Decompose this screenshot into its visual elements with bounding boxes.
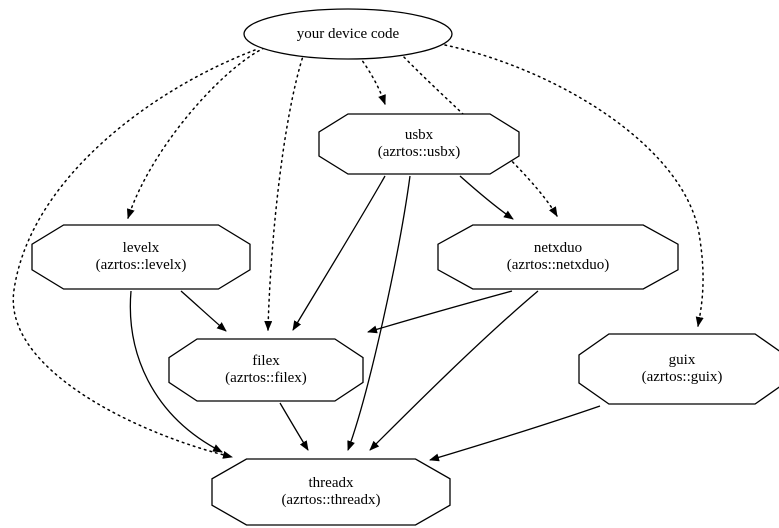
node-shape-octagon [31,224,251,290]
node-netxduo[interactable]: netxduo(azrtos::netxduo) [437,224,679,290]
node-shape-octagon [437,224,679,290]
edge-device-to-threadx [12,49,256,459]
edge-filex-to-threadx [279,402,309,451]
edge-levelx-to-threadx [129,290,223,453]
edge-device-to-levelx [126,47,265,219]
edge-usbx-to-filex [292,175,386,331]
edge-device-to-guix [444,44,704,327]
edge-levelx-to-filex [180,290,227,332]
node-label-threadx: threadx(azrtos::threadx) [281,475,381,508]
node-shape-octagon [168,338,364,402]
edge-netxduo-to-threadx [369,290,539,451]
edge-guix-to-threadx [429,405,601,462]
edge-device-to-filex [264,52,305,331]
node-label-guix: guix(azrtos::guix) [641,352,723,385]
edge-usbx-to-threadx [347,175,411,451]
node-device[interactable]: your device code [243,8,453,60]
node-label-netxduo: netxduo(azrtos::netxduo) [506,240,610,273]
node-shape-octagon [578,333,779,405]
node-shape-octagon [318,113,520,175]
node-label-device: your device code [296,25,400,42]
edge-usbx-to-netxduo [459,175,514,220]
node-shape-octagon [211,458,451,526]
node-levelx[interactable]: levelx(azrtos::levelx) [31,224,251,290]
node-threadx[interactable]: threadx(azrtos::threadx) [211,458,451,526]
node-shape-ellipse [243,8,453,60]
node-filex[interactable]: filex(azrtos::filex) [168,338,364,402]
node-usbx[interactable]: usbx(azrtos::usbx) [318,113,520,175]
node-label-levelx: levelx(azrtos::levelx) [95,240,187,273]
node-label-filex: filex(azrtos::filex) [225,353,307,386]
edge-netxduo-to-filex [367,290,513,334]
node-label-usbx: usbx(azrtos::usbx) [377,127,461,160]
edge-device-to-usbx [355,51,386,105]
node-guix[interactable]: guix(azrtos::guix) [578,333,779,405]
